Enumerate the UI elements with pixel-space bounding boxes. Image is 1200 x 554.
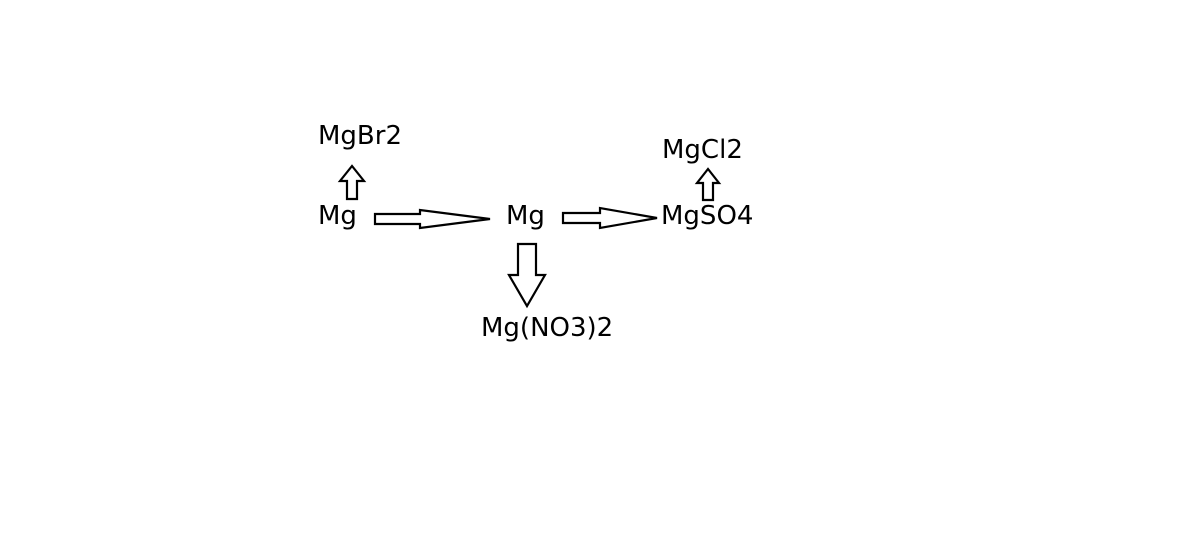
node-mgbr2: MgBr2 — [318, 121, 403, 151]
arrow-mg-to-mgso4 — [561, 206, 658, 230]
arrow-mg-to-mg — [373, 208, 491, 230]
node-mg-left: Mg — [318, 201, 357, 231]
node-mg-center: Mg — [506, 201, 545, 231]
node-mgno3: Mg(NO3)2 — [481, 313, 614, 343]
node-mgso4: MgSO4 — [661, 201, 754, 231]
arrow-mg-to-mgbr2 — [337, 164, 367, 201]
arrow-mg-to-mgno3 — [507, 242, 547, 309]
arrow-mgso4-to-mgcl2 — [694, 167, 722, 202]
node-mgcl2: MgCl2 — [662, 135, 743, 165]
